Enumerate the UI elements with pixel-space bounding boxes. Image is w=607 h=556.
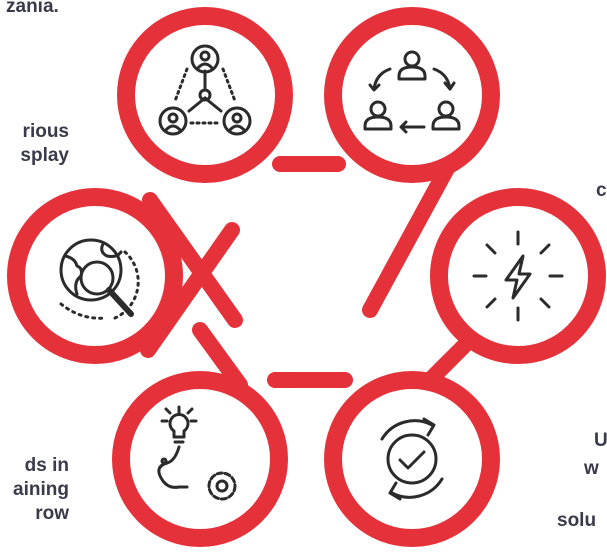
node-ring-refresh-check bbox=[324, 371, 500, 547]
connector-left-upper bbox=[142, 192, 243, 328]
team-cycle-icon bbox=[363, 50, 461, 134]
text-fragment-right-bottom-1: U bbox=[594, 430, 607, 451]
node-ring-idea-gear bbox=[112, 371, 288, 547]
node-ring-network bbox=[117, 7, 293, 183]
text-fragment-top-left: zania. bbox=[6, 0, 59, 17]
text-fragment-left-bottom-2: aining bbox=[13, 479, 69, 500]
node-ring-team-cycle bbox=[324, 7, 500, 183]
node-ring-globe-search bbox=[7, 188, 183, 364]
text-fragment-left-mid-2: splay bbox=[20, 145, 69, 166]
text-fragment-right-mid: c bbox=[596, 180, 607, 201]
text-fragment-right-bottom-2: w bbox=[584, 458, 599, 479]
node-ring-lightning bbox=[430, 188, 606, 364]
refresh-check-icon bbox=[380, 417, 444, 501]
connector-lower-left bbox=[192, 322, 248, 393]
network-people-icon bbox=[158, 44, 252, 136]
idea-gear-icon bbox=[157, 405, 237, 501]
lightning-icon bbox=[472, 230, 564, 322]
ring-connectors bbox=[140, 144, 478, 398]
globe-search-icon bbox=[59, 238, 140, 320]
text-fragment-left-bottom-3: row bbox=[35, 503, 69, 524]
text-fragment-left-bottom-1: ds in bbox=[24, 455, 69, 476]
connector-top-right bbox=[362, 144, 464, 318]
text-fragment-left-mid-1: rious bbox=[22, 121, 69, 142]
text-fragment-right-bottom-3: solu bbox=[557, 510, 597, 531]
